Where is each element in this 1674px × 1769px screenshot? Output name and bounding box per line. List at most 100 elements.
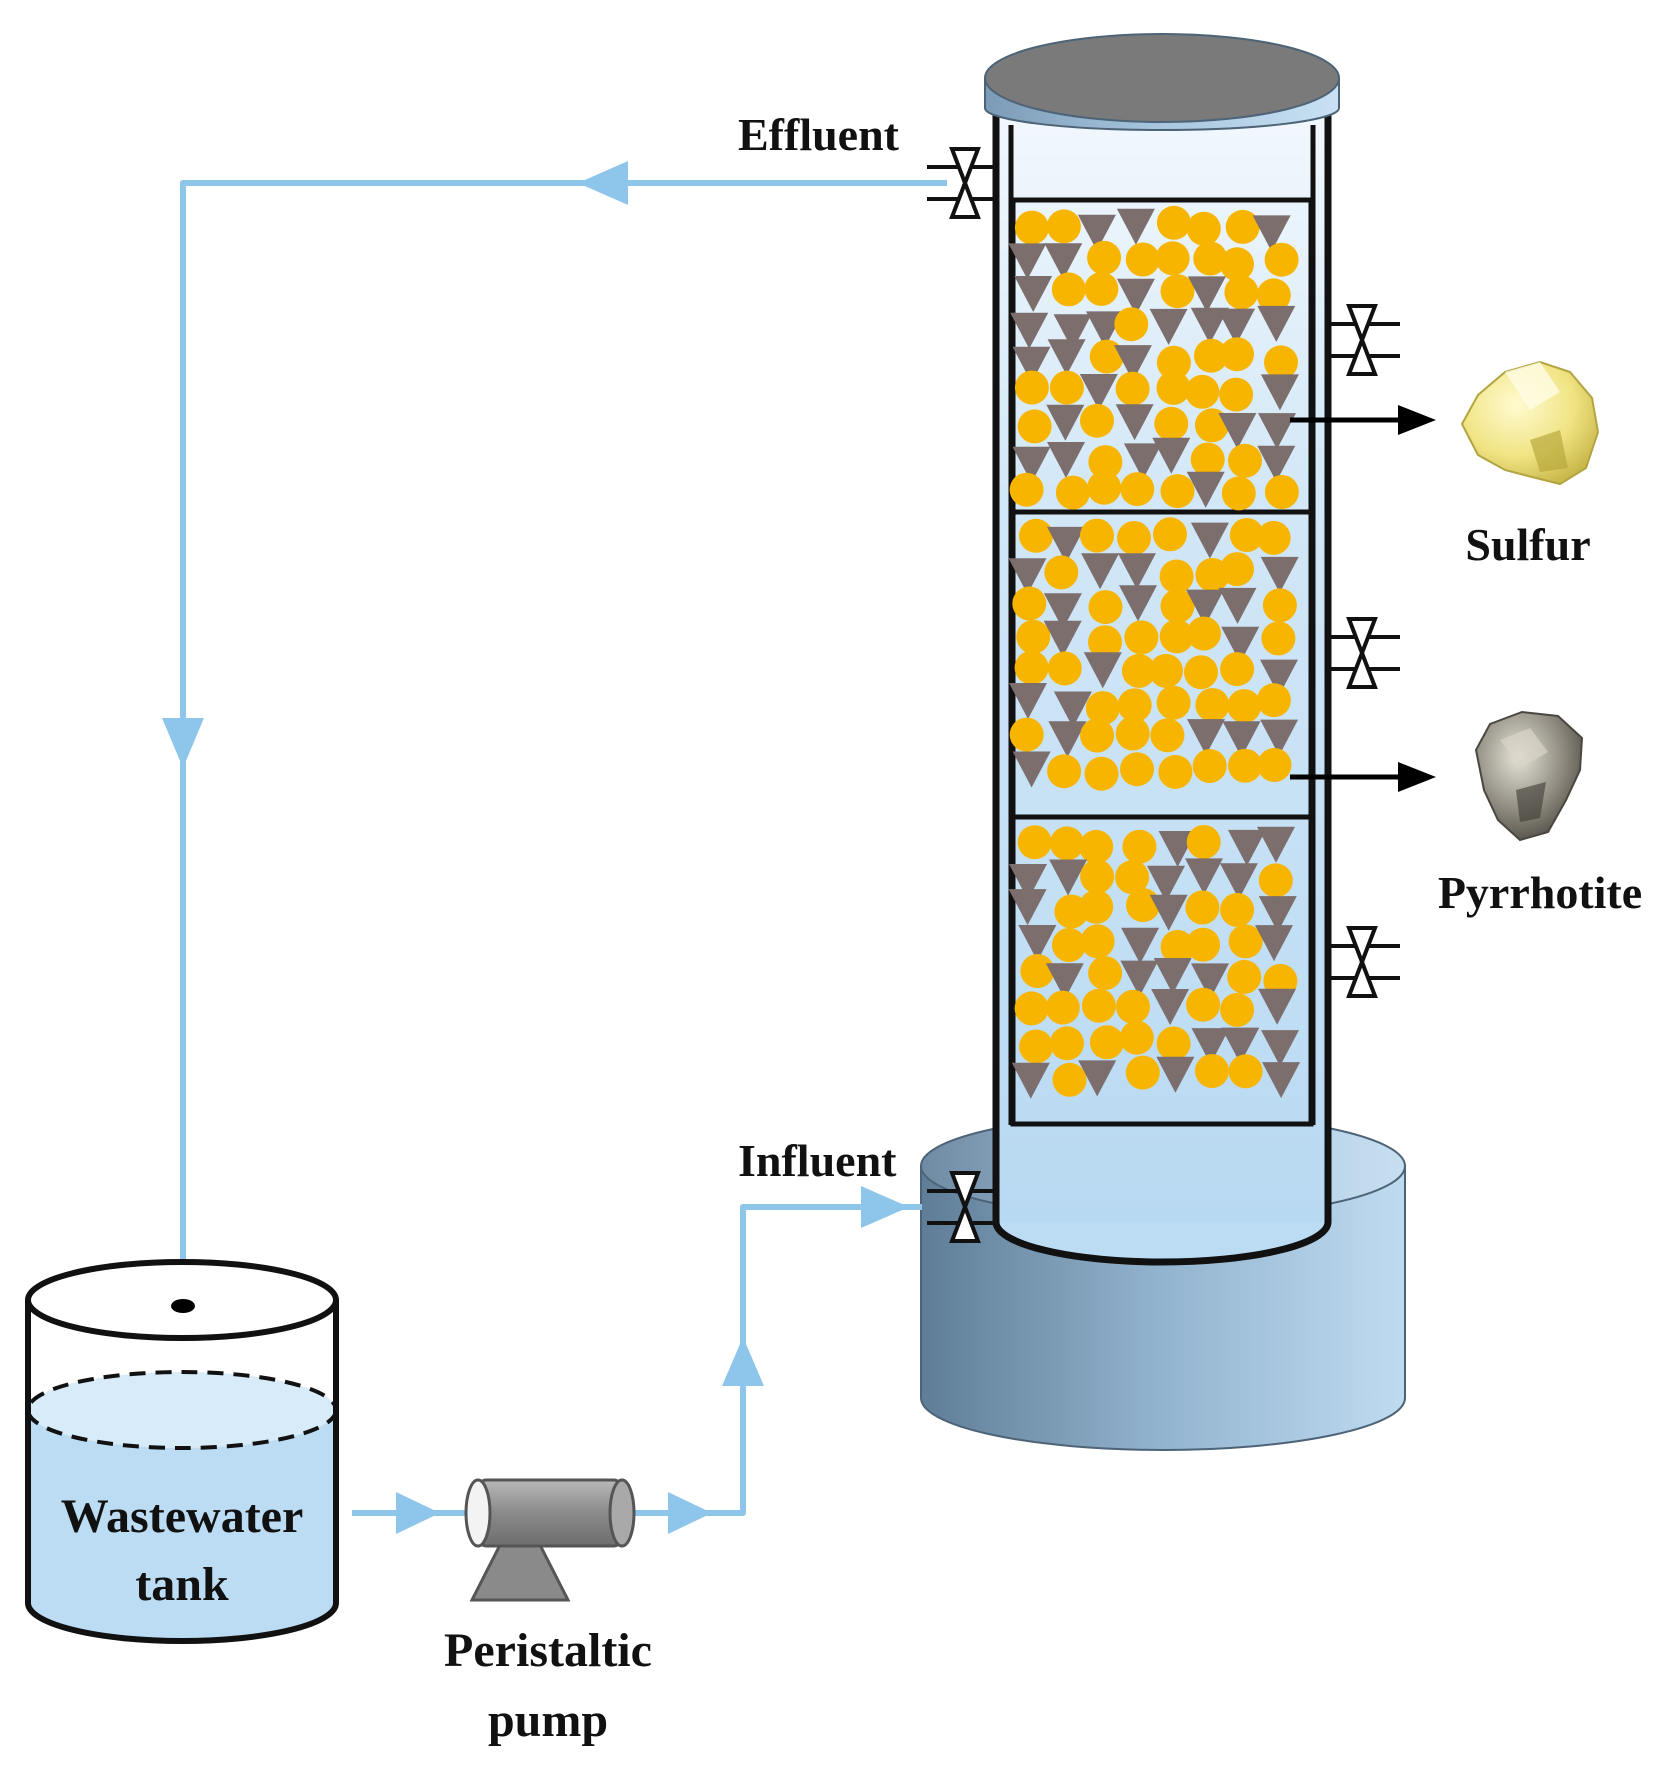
sulfur-particle xyxy=(1228,924,1263,959)
pyrrhotite-particle xyxy=(1186,471,1225,508)
sulfur-particle xyxy=(1117,521,1151,555)
pyrrhotite-particle xyxy=(1191,1028,1230,1065)
sulfur-particle xyxy=(1229,518,1264,552)
sulfur-particle xyxy=(1156,1026,1191,1061)
sulfur-label: Sulfur xyxy=(1465,519,1590,570)
pyrrhotite-particle xyxy=(1012,446,1051,483)
sulfur-particle xyxy=(1126,888,1160,923)
pyrrhotite-particle xyxy=(1258,896,1297,933)
sulfur-particle xyxy=(1258,863,1293,898)
sulfur-particle xyxy=(1190,442,1225,477)
sulfur-particle xyxy=(1115,716,1150,751)
effluent-valve-icon[interactable] xyxy=(927,147,999,219)
sulfur-particle xyxy=(1050,1026,1084,1061)
sulfur-particle xyxy=(1220,892,1255,927)
influent-valve-icon[interactable] xyxy=(927,1171,999,1243)
sulfur-particle xyxy=(1055,475,1090,510)
pyrrhotite-particle xyxy=(1221,1027,1260,1064)
sulfur-particle xyxy=(1079,829,1114,864)
pyrrhotite-particle xyxy=(1260,374,1299,411)
pyrrhotite-particle xyxy=(1221,626,1260,663)
sulfur-particle xyxy=(1014,370,1049,405)
sulfur-particle xyxy=(1156,685,1191,720)
pyrrhotite-particle xyxy=(1009,683,1047,719)
sulfur-particle xyxy=(1085,691,1120,726)
sulfur-particle xyxy=(1160,474,1195,509)
sulfur-particle xyxy=(1020,954,1055,988)
sulfur-particle xyxy=(1012,586,1047,621)
sulfur-particle xyxy=(1220,247,1254,282)
sulfur-particle xyxy=(1046,209,1081,244)
pyrrhotite-particle xyxy=(1262,1062,1301,1099)
sulfur-particle xyxy=(1017,409,1052,444)
sulfur-particle xyxy=(1156,345,1191,380)
sulfur-particle xyxy=(1160,274,1195,309)
sulfur-particle xyxy=(1185,374,1220,409)
wastewater-tank xyxy=(25,1259,339,1644)
sulfur-particle xyxy=(1088,956,1123,991)
sulfur-particle xyxy=(1080,718,1115,753)
sulfur-particle xyxy=(1044,555,1079,590)
sulfur-particle xyxy=(1016,619,1051,654)
sulfur-particle xyxy=(1089,1025,1124,1060)
sampling-valve-icon[interactable] xyxy=(1328,617,1400,689)
pyrrhotite-particle xyxy=(1187,276,1226,313)
tank-outflow-arrow xyxy=(396,1492,440,1534)
particle-fill xyxy=(1008,205,1301,1099)
pyrrhotite-particle xyxy=(1185,858,1223,895)
sulfur-particle xyxy=(1050,826,1084,861)
pyrrhotite-label: Pyrrhotite xyxy=(1438,867,1642,918)
tank-label-line2: tank xyxy=(135,1558,229,1611)
sulfur-particle xyxy=(1089,339,1124,374)
sulfur-particle xyxy=(1195,1054,1229,1088)
sulfur-particle xyxy=(1264,475,1299,509)
pyrrhotite-particle xyxy=(1260,719,1299,756)
sampling-valve-icon[interactable] xyxy=(1328,304,1400,376)
pyrrhotite-rock-icon xyxy=(1474,710,1584,842)
sulfur-particle xyxy=(1084,271,1119,306)
pyrrhotite-particle xyxy=(1149,308,1188,345)
pyrrhotite-particle xyxy=(1191,963,1229,1000)
sulfur-particle xyxy=(1156,205,1191,240)
pyrrhotite-particle xyxy=(1046,404,1085,441)
pyrrhotite-particle xyxy=(1009,864,1047,900)
sampling-valve-icon[interactable] xyxy=(1328,926,1400,998)
pyrrhotite-particle xyxy=(1047,339,1086,376)
sulfur-particle xyxy=(1220,552,1254,587)
sulfur-particle xyxy=(1257,748,1292,782)
pyrrhotite-particle xyxy=(1012,751,1051,788)
sulfur-particle xyxy=(1052,928,1086,962)
pyrrhotite-particle xyxy=(1044,243,1083,280)
pyrrhotite-particle xyxy=(1008,558,1047,595)
sulfur-particle xyxy=(1087,470,1122,505)
pyrrhotite-particle xyxy=(1011,1062,1050,1099)
sulfur-particle xyxy=(1220,992,1255,1027)
pyrrhotite-particle xyxy=(1257,826,1295,863)
sulfur-particle xyxy=(1014,210,1049,245)
pump-label-line1: Peristaltic xyxy=(444,1624,652,1677)
pyrrhotite-particle xyxy=(1113,345,1152,382)
sulfur-particle xyxy=(1088,590,1123,625)
pyrrhotite-particle xyxy=(1151,989,1190,1025)
sulfur-particle xyxy=(1256,278,1291,313)
sulfur-particle xyxy=(1186,927,1221,962)
tank-inlet-port xyxy=(171,1299,195,1313)
pyrrhotite-particle xyxy=(1008,889,1047,926)
flow-arrows xyxy=(162,161,909,1534)
sulfur-particle xyxy=(1156,370,1191,405)
sulfur-particle xyxy=(1159,559,1194,594)
sulfur-particle xyxy=(1120,752,1154,787)
sulfur-particle xyxy=(1193,241,1228,276)
sulfur-particle xyxy=(1224,275,1259,310)
pyrrhotite-particle xyxy=(1053,314,1092,351)
pyrrhotite-particle xyxy=(1186,589,1224,626)
sulfur-particle xyxy=(1051,272,1086,307)
pyrrhotite-particle xyxy=(1053,691,1092,728)
sulfur-particle xyxy=(1017,825,1052,860)
sulfur-particle xyxy=(1045,990,1080,1025)
peristaltic-pump-icon[interactable] xyxy=(464,1478,636,1602)
sulfur-particle xyxy=(1084,756,1119,791)
sulfur-particle xyxy=(1256,683,1291,718)
effluent-flow-arrow xyxy=(578,161,628,205)
